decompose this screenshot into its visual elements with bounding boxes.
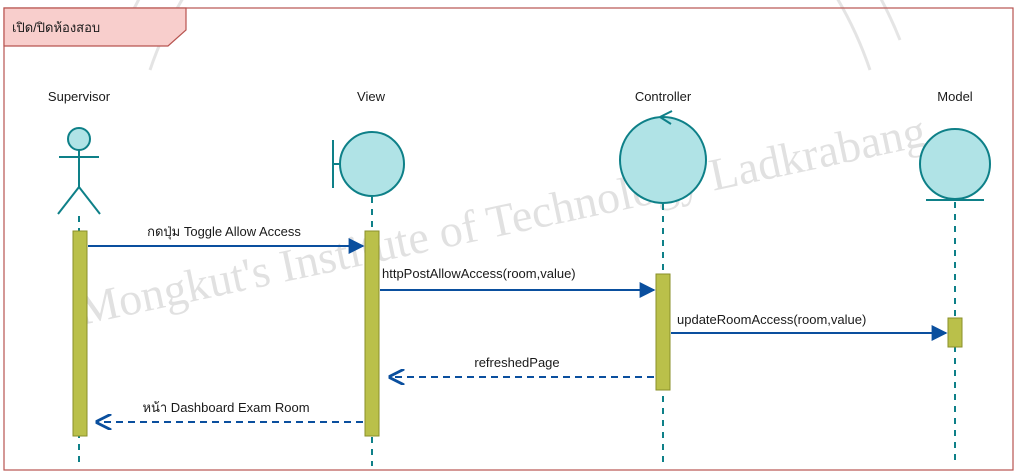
boundary-icon <box>332 131 405 197</box>
actor-icon <box>57 127 101 215</box>
control-icon <box>619 110 707 204</box>
watermark-text: Mongkut's Institute of Technology Ladkra… <box>73 105 930 335</box>
frame-border <box>3 7 1014 471</box>
message-label-toggle-allow-access: กดปุ่ม Toggle Allow Access <box>147 224 301 240</box>
activations <box>72 230 963 437</box>
participant-name-supervisor: Supervisor <box>48 89 111 104</box>
participant-name-view: View <box>357 89 386 104</box>
message-label-refreshed-page: refreshedPage <box>474 355 559 370</box>
activation-supervisor <box>72 230 88 437</box>
message-label-http-post-allow-access: httpPostAllowAccess(room,value) <box>382 266 576 281</box>
activation-controller <box>655 273 671 391</box>
message-label-dashboard-exam-room: หน้า Dashboard Exam Room <box>142 400 309 415</box>
frame-label: เปิด/ปิดห้องสอบ <box>12 20 100 35</box>
activation-view <box>364 230 380 437</box>
participant-name-model: Model <box>937 89 973 104</box>
entity-icon <box>919 128 991 201</box>
frame-tag <box>3 7 187 47</box>
message-label-update-room-access: updateRoomAccess(room,value) <box>677 312 866 327</box>
participant-name-controller: Controller <box>635 89 692 104</box>
watermark <box>118 0 902 71</box>
activation-model <box>947 317 963 348</box>
